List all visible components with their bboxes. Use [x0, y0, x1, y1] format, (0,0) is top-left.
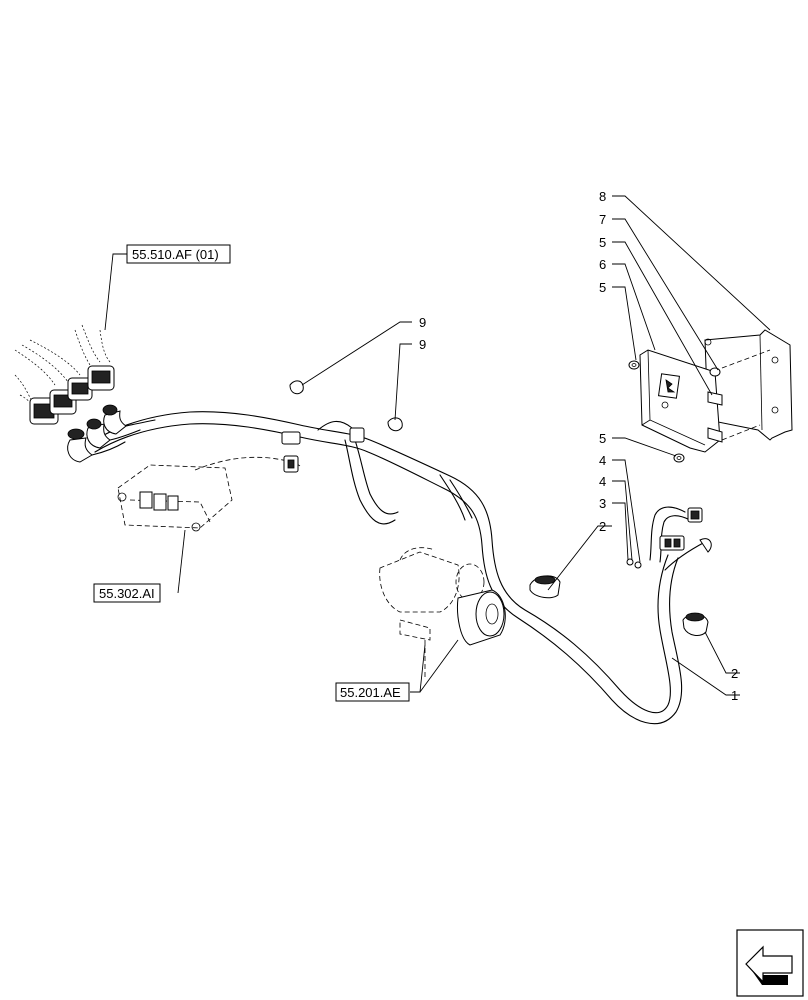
callout-3: 3 — [599, 496, 606, 511]
terminal-bolts — [626, 507, 712, 569]
callout-5: 5 — [599, 280, 606, 295]
previous-page-arrow-icon[interactable] — [736, 929, 804, 997]
reference-label: 55.510.AF (01) — [132, 247, 219, 262]
reference-box-55-510-af[interactable]: 55.510.AF (01) — [126, 244, 231, 264]
reference-label: 55.201.AE — [340, 685, 401, 700]
module-55-302-ai — [117, 455, 301, 532]
reference-label: 55.302.AI — [99, 586, 155, 601]
callout-2: 2 — [731, 666, 738, 681]
left-connector-cluster — [14, 324, 156, 463]
callout-9: 9 — [419, 337, 426, 352]
callout-8: 8 — [599, 189, 606, 204]
callout-4: 4 — [599, 474, 606, 489]
callout-2: 2 — [599, 519, 606, 534]
starter-motor-55-201-ae — [379, 547, 506, 680]
callout-9: 9 — [419, 315, 426, 330]
callout-5: 5 — [599, 235, 606, 250]
callout-1: 1 — [731, 688, 738, 703]
callout-5: 5 — [599, 431, 606, 446]
leader-lines — [104, 195, 771, 696]
callout-labels: 8 7 5 6 5 9 9 5 4 4 3 2 2 1 — [419, 189, 738, 703]
main-wiring-harness — [94, 411, 706, 725]
ecu-control-unit — [628, 329, 793, 463]
cable-clips — [281, 380, 403, 445]
grommets — [529, 575, 709, 636]
callout-6: 6 — [599, 257, 606, 272]
callout-7: 7 — [599, 212, 606, 227]
reference-box-55-302-ai[interactable]: 55.302.AI — [93, 583, 161, 603]
reference-box-55-201-ae[interactable]: 55.201.AE — [335, 682, 410, 702]
callout-4: 4 — [599, 453, 606, 468]
